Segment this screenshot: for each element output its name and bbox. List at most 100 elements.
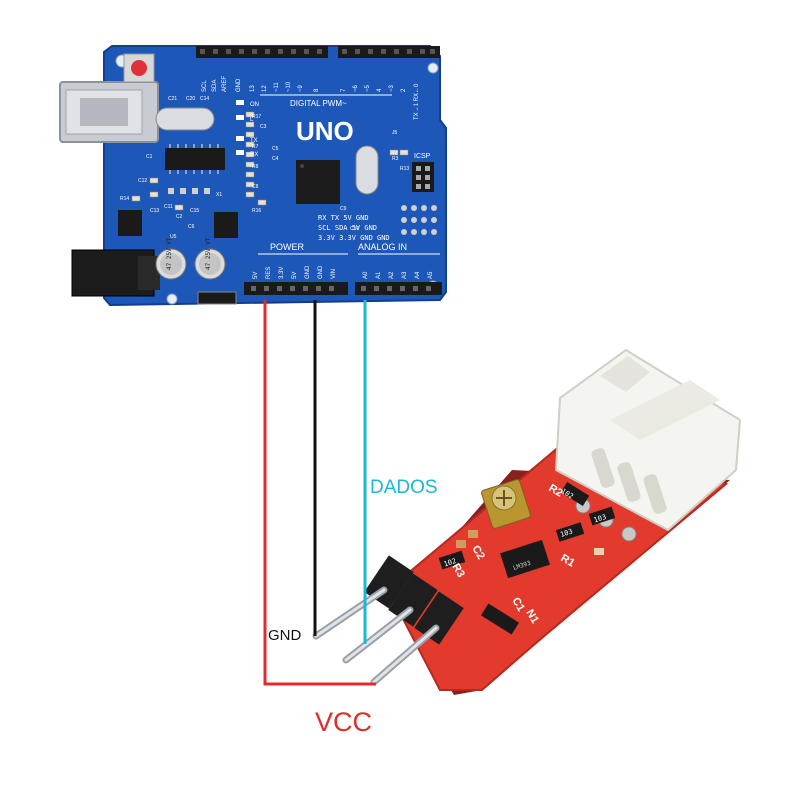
component-ref: J5 [392,130,398,136]
tx-rx-label: TX→1 RX←0 [414,83,420,120]
analog-pin-label: A2 [389,271,395,279]
component-ref: C3 [260,124,267,130]
gnd-label: GND [268,627,302,644]
component-ref: C14 [200,96,209,102]
vcc-wire [263,300,376,686]
top-pin-label: ~9 [298,84,304,92]
component-ref: R17 [252,114,261,120]
top-pin-label: AREF [222,76,228,92]
led-label: RX [250,152,258,158]
top-pin-label: SCL [202,80,208,92]
jst-connector [554,348,742,542]
top-pin-label: ~6 [353,84,359,92]
header-row-labels: RX TX 5V GND SCL SDA 5V GND 3.3V 3.3V GN… [318,214,390,242]
power-pin-label: VIN [331,269,337,279]
analog-pin-label: A5 [428,271,434,279]
analog-in-label: ANALOG IN [358,242,407,252]
pcb-markings: R2 R1 C2 R3 C1 N1 [449,482,576,625]
power-pin-label: 5V [292,272,298,279]
usb-serial-chip [165,148,225,170]
component-ref: C20 [186,96,195,102]
led-label: L [250,117,254,123]
voltage-regulator [118,210,142,236]
component-ref: R3 [392,156,399,162]
analog-pin-label: A0 [363,271,369,279]
mcu-crystal [355,145,379,195]
chip-mark-3: 102 [443,557,458,569]
arduino-uno-board: SCL SDA AREF GND 13 12 ~11 ~10 ~9 8 7 ~6 ~5 4 ~3 2 5V RE… [59,45,447,307]
top-pin-label: ~11 [274,82,280,92]
component-ref: C2 [176,214,183,220]
led-label: ON [250,102,259,108]
component-ref: C11 [164,204,173,210]
status-leds [236,100,244,155]
component-ref: C5 [272,146,279,152]
component-ref: C6 [188,224,195,230]
vcc-label: VCC [315,707,372,737]
header-row-3: 3.3V 3.3V GND GND [318,234,390,242]
icsp-header [412,162,434,192]
top-pin-label: SDA [212,80,218,92]
led-label: TX [250,138,258,144]
top-pin-label: GND [236,78,242,92]
component-ref: C4 [272,156,279,162]
component-ref: C12 [138,178,147,184]
component-ref: R7 [252,144,259,150]
cap-label-2: 47 25V VT [205,237,212,270]
side-led-labels: ON L TX RX [250,102,259,158]
component-ref: C13 [150,208,159,214]
component-ref: R8 [252,164,259,170]
atmega-mcu [296,160,340,204]
crystal-oscillator [155,107,215,131]
analog-pin-label: A3 [402,271,408,279]
analog-pin-label: A4 [415,271,421,279]
top-pin-label: 4 [377,88,383,92]
component-ref: R14 [120,196,129,202]
top-pin-label: ~5 [365,84,371,92]
component-ref: X1 [216,192,222,198]
component-ref: C21 [168,96,177,102]
potentiometer [481,479,531,529]
component-ref: C1 [146,154,153,160]
power-pin-label: RES [266,267,272,279]
component-ref: C9 [340,206,347,212]
component-ref: U5 [170,234,177,240]
analog-pin-label: A1 [376,271,382,279]
chip-mark-2: 103 [559,527,574,539]
component-ref: R13 [400,166,409,172]
top-pin-label: ~10 [286,81,292,92]
power-pin-label: GND [305,265,311,279]
top-pin-label: 13 [250,85,256,92]
power-pin-label: 3.3V [279,267,285,279]
header-row-1: RX TX 5V GND [318,214,369,222]
component-ref: R16 [252,208,261,214]
top-pin-label: 8 [314,88,320,92]
wires [263,300,376,686]
analog-pin-labels: A0 A1 A2 A3 A4 A5 [363,271,434,279]
smd-fuse [197,291,237,305]
power-pin-label: 5V [253,272,259,279]
power-pin-labels: 5V RES 3.3V 5V GND GND VIN [253,265,337,279]
component-ref: C10 [350,226,359,232]
sensor-module: 102 103 102 103 LM393 R2 R1 C2 R3 C1 N1 [312,348,742,695]
top-pin-label: 7 [341,88,347,92]
power-pin-label: GND [318,265,324,279]
icsp-label: ICSP [414,153,431,160]
component-ref: C8 [252,184,259,190]
top-pin-label: 2 [401,88,407,92]
top-pin-labels: SCL SDA AREF GND 13 12 ~11 ~10 ~9 8 7 ~6 ~5 4 ~3 2 [202,76,407,92]
component-ref: C15 [190,208,199,214]
chip-mark-4: 103 [593,513,608,525]
uno-logo: UNO [296,116,354,146]
cap-label-1: 47 25V VT [166,237,173,270]
data-label: DADOS [370,477,438,498]
electrolytic-capacitors [155,248,226,280]
header-pins [312,586,440,686]
top-pin-label: ~3 [389,84,395,92]
smd-resistors [438,482,616,570]
analog-header [355,282,442,295]
comparator-ic: LM393 [500,539,550,579]
top-pin-label: 12 [262,85,268,92]
